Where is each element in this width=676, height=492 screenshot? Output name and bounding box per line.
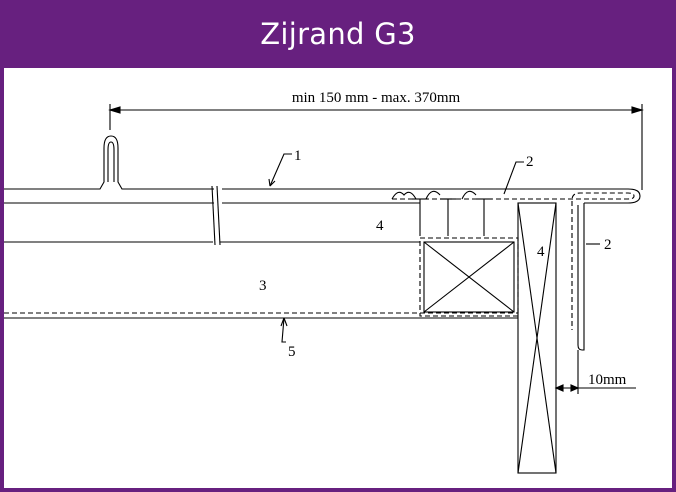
page-title: Zijrand G3 — [260, 17, 416, 51]
label-3: 3 — [259, 278, 267, 294]
label-2-side: 2 — [604, 237, 612, 253]
profile-sheet-dashed — [392, 192, 635, 330]
timber-post — [517, 202, 557, 474]
dimension-width-label: min 150 mm - max. 370mm — [292, 90, 461, 106]
dimension-line — [108, 104, 644, 190]
header-bar: Zijrand G3 — [0, 0, 676, 68]
label-2-top: 2 — [526, 154, 534, 170]
label-5: 5 — [288, 344, 296, 360]
label-1: 1 — [294, 148, 302, 164]
timber-block-small — [419, 237, 519, 317]
fasteners — [391, 190, 492, 236]
label-4-left: 4 — [376, 218, 384, 234]
standing-seam — [4, 135, 214, 190]
roof-panel-top — [222, 188, 641, 204]
gap-dimension — [554, 350, 636, 394]
gap-dimension-label: 10mm — [588, 372, 627, 388]
label-4-right: 4 — [537, 244, 545, 260]
